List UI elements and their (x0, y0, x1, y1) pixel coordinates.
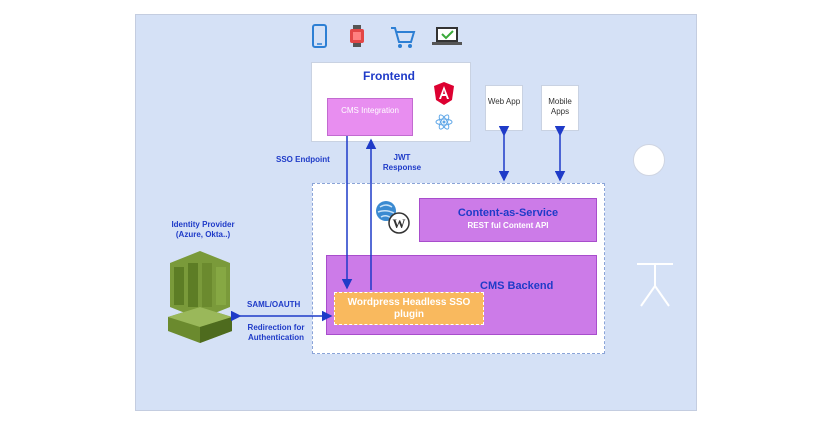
react-icon (435, 114, 453, 130)
cms-backend-title: CMS Backend (480, 280, 554, 292)
mobile-apps-box: Mobile Apps (541, 85, 579, 131)
identity-provider-label: Identity Provider (Azure, Okta..) (171, 220, 235, 239)
content-as-service-subtitle: REST ful Content API (467, 221, 549, 230)
laptop-check-icon (432, 27, 462, 45)
sso-endpoint-label: SSO Endpoint (276, 155, 330, 164)
framework-icons (434, 82, 454, 130)
sso-plugin-box: Wordpress Headless SSO plugin (334, 292, 484, 325)
device-icons (312, 24, 462, 48)
redirection-label: Redirection for Authentication (247, 323, 305, 342)
web-app-box: Web App (485, 85, 523, 131)
smartwatch-icon (350, 25, 364, 47)
svg-text:W: W (393, 216, 406, 231)
mobile-phone-icon (312, 24, 327, 48)
content-as-service-title: Content-as-Service (457, 207, 559, 219)
frontend-title: Frontend (363, 69, 415, 83)
cms-integration-box: CMS Integration (327, 98, 413, 136)
content-as-service-box (419, 198, 597, 242)
jwt-response-label: JWT Response (382, 153, 422, 172)
wordpress-icon: W (376, 201, 410, 234)
angular-icon (434, 82, 454, 105)
shopping-cart-icon (391, 27, 416, 48)
saml-oauth-label: SAML/OAUTH (247, 300, 301, 309)
user-icon (637, 263, 673, 307)
circle-shape (633, 144, 665, 176)
identity-provider-icon (168, 251, 232, 343)
